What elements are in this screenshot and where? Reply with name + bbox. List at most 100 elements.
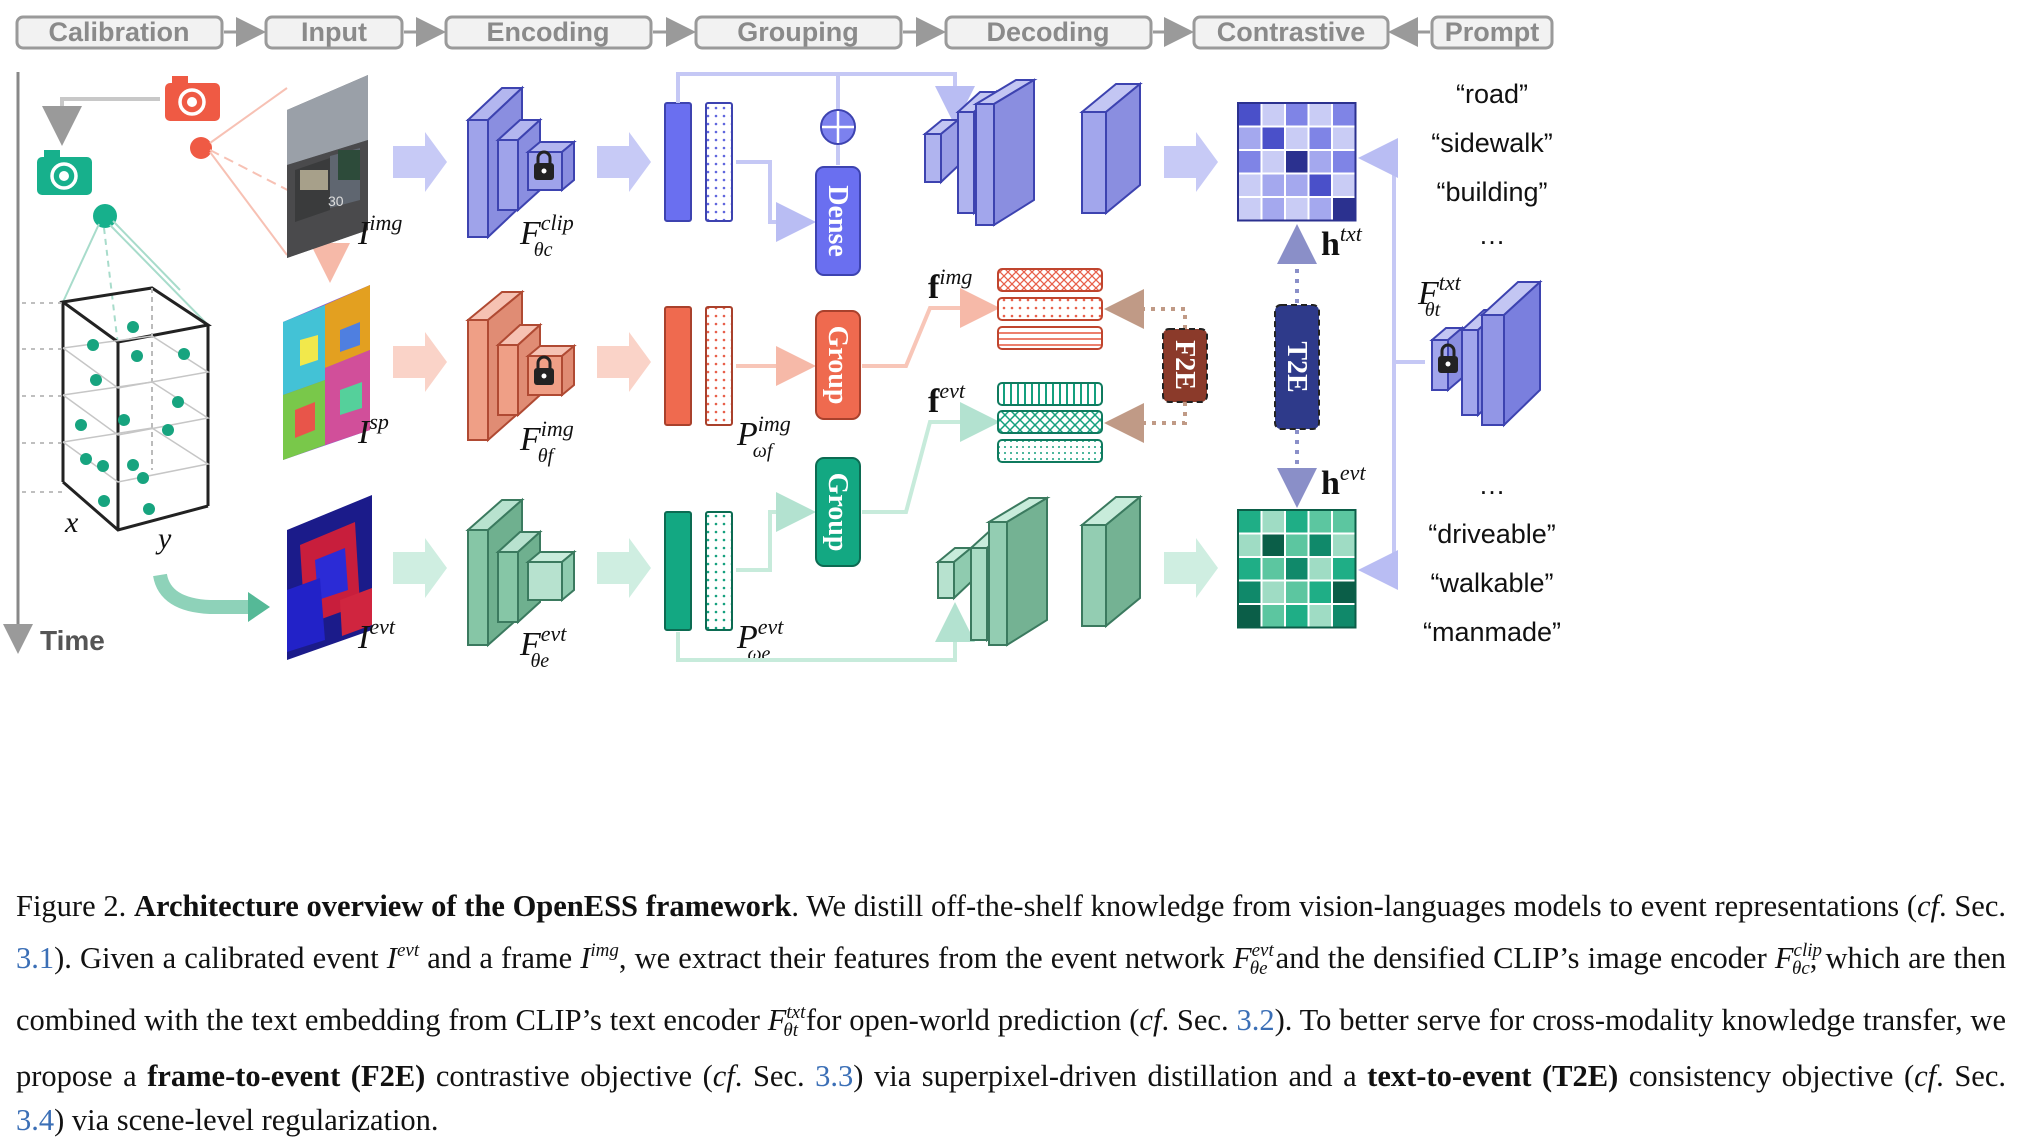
event-points xyxy=(75,321,190,515)
label-input-evt: Ievt xyxy=(357,614,396,656)
matrix-cell xyxy=(1307,603,1333,629)
matrix-cell xyxy=(1237,149,1263,175)
prompt-ellipsis: … xyxy=(1479,220,1506,250)
group-block-img: Group xyxy=(815,310,861,420)
caption-text: ) via superpixel-driven distillation and… xyxy=(853,1058,1368,1093)
prompt-list-top: “road” “sidewalk” “building” … xyxy=(1431,79,1553,250)
label-f-img: fimg xyxy=(928,264,972,306)
matrix-cell xyxy=(1331,603,1357,629)
matrix-cell xyxy=(1284,509,1310,535)
matrix-cell xyxy=(1237,125,1263,151)
input-superpixel-image xyxy=(283,285,370,460)
matrix-cell xyxy=(1237,102,1263,128)
caption-text: ). Given a calibrated event xyxy=(54,940,387,975)
matrix-cell xyxy=(1260,603,1286,629)
caption-fig-label: Figure 2. xyxy=(16,889,127,923)
matrix-cell xyxy=(1237,532,1263,558)
matrix-cell xyxy=(1307,579,1333,605)
stage-decoding: Decoding xyxy=(944,15,1153,50)
stage-encoding: Encoding xyxy=(444,15,653,50)
matrix-cell xyxy=(1307,125,1333,151)
group-block-evt: Group xyxy=(815,457,861,567)
svg-text:Decoding: Decoding xyxy=(986,17,1109,47)
stage-calibration: Calibration xyxy=(15,15,224,50)
label-input-sp: Isp xyxy=(357,409,389,451)
svg-text:Prompt: Prompt xyxy=(1445,17,1540,47)
caption-ref-link[interactable]: 3.2 xyxy=(1236,1003,1275,1037)
calibration-panel: Time xyxy=(3,72,368,656)
matrix-cell xyxy=(1260,172,1286,198)
label-h-evt: hevt xyxy=(1321,460,1366,502)
matrix-cell xyxy=(1284,125,1310,151)
prompt-item: “walkable” xyxy=(1430,568,1553,598)
text-encoder xyxy=(1429,279,1543,428)
stage-contrastive: Contrastive xyxy=(1192,15,1390,50)
matrix-cell xyxy=(1260,579,1286,605)
axis-y-label: y xyxy=(155,522,172,555)
stage-input: Input xyxy=(264,15,404,50)
caption-cf: cf xyxy=(1139,1003,1162,1037)
event-image-encoder xyxy=(465,289,577,443)
image-feature-stack xyxy=(997,268,1103,350)
matrix-cell xyxy=(1284,579,1310,605)
matrix-cell xyxy=(1260,102,1286,128)
matrix-cell xyxy=(1284,556,1310,582)
caption-text: consistency objective ( xyxy=(1618,1058,1915,1093)
matrix-cell xyxy=(1331,196,1357,222)
matrix-cell xyxy=(1260,556,1286,582)
clip-image-encoder xyxy=(465,85,577,240)
matrix-cell xyxy=(1331,102,1357,128)
caption-text: and a frame xyxy=(419,940,581,975)
caption-text: and the densified CLIP’s image encoder xyxy=(1267,940,1775,975)
caption-text: . Sec. xyxy=(1936,1058,2006,1093)
lock-icon xyxy=(534,150,554,180)
matrix-cell xyxy=(1307,149,1333,175)
event-similarity-matrix xyxy=(1237,509,1357,629)
caption-text: contrastive objective ( xyxy=(425,1058,713,1093)
caption-bold: frame-to-event (F2E) xyxy=(147,1058,426,1093)
f2e-block: F2E xyxy=(1162,328,1208,403)
matrix-cell xyxy=(1260,125,1286,151)
matrix-cell xyxy=(1331,556,1357,582)
caption-ref-link[interactable]: 3.1 xyxy=(16,940,55,975)
caption-bold: text-to-event (T2E) xyxy=(1367,1058,1619,1093)
matrix-cell xyxy=(1284,102,1310,128)
event-decoder xyxy=(935,494,1143,647)
prompt-item: “manmade” xyxy=(1423,617,1561,647)
prompt-item: “building” xyxy=(1436,177,1547,207)
matrix-cell xyxy=(1237,172,1263,198)
event-camera-point xyxy=(93,204,117,228)
matrix-cell xyxy=(1284,149,1310,175)
svg-text:Contrastive: Contrastive xyxy=(1217,17,1366,47)
svg-text:Encoding: Encoding xyxy=(487,17,610,47)
caption-cf: cf xyxy=(1916,889,1939,923)
matrix-cell xyxy=(1307,172,1333,198)
matrix-cell xyxy=(1331,125,1357,151)
caption-ref-link[interactable]: 3.4 xyxy=(16,1103,55,1137)
prompt-item: “road” xyxy=(1456,79,1528,109)
matrix-cell xyxy=(1307,556,1333,582)
svg-text:Dense: Dense xyxy=(822,185,853,257)
svg-text:T2E: T2E xyxy=(1281,341,1312,392)
svg-text:Input: Input xyxy=(301,17,367,47)
svg-text:Group: Group xyxy=(822,326,853,405)
event-feature-stack xyxy=(997,382,1103,463)
svg-text:Group: Group xyxy=(822,473,853,552)
matrix-cell xyxy=(1260,532,1286,558)
matrix-cell xyxy=(1284,532,1310,558)
matrix-cell xyxy=(1331,532,1357,558)
matrix-cell xyxy=(1237,579,1263,605)
caption-text: . Sec. xyxy=(1939,889,2006,923)
caption-text: . We distill off-the-shelf knowledge fro… xyxy=(791,889,1917,923)
event-arrow xyxy=(153,573,252,614)
figure-caption: Figure 2. Architecture overview of the O… xyxy=(16,889,2007,1137)
input-event-image xyxy=(287,495,372,660)
projection-bars-clip xyxy=(664,102,733,222)
event-encoder xyxy=(465,497,577,648)
matrix-cell xyxy=(1307,102,1333,128)
caption-ref-link[interactable]: 3.3 xyxy=(815,1058,854,1093)
caption-cf: cf xyxy=(1914,1058,1937,1093)
caption-text: . Sec. xyxy=(1161,1003,1237,1037)
